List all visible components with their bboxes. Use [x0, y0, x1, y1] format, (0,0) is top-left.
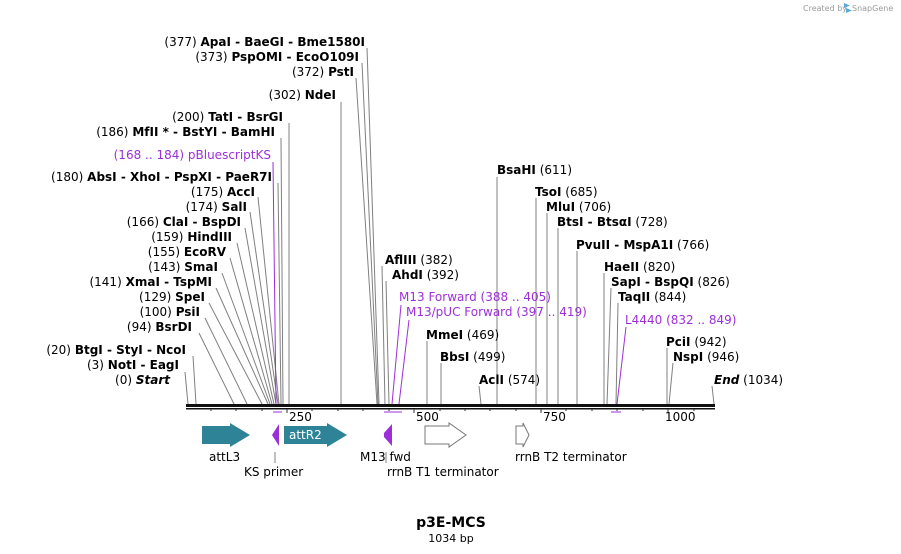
enzyme-label-728: BtsI - BtsαI (728) — [557, 215, 668, 229]
enzyme-label-159: (159) HindIII — [151, 230, 232, 244]
sequence-ruler: 250 500 750 1000 — [186, 404, 715, 424]
enzyme-label-469: MmeI (469) — [426, 328, 499, 342]
enzyme-label-129: (129) SpeI — [139, 290, 205, 304]
rrnb-t1-terminator-arrow — [424, 422, 467, 448]
enzyme-label-611: BsaHI (611) — [497, 163, 572, 177]
feature-label-ks-primer: KS primer — [244, 465, 303, 479]
ks-primer-arrow — [272, 424, 279, 446]
enzyme-label-143: (143) SmaI — [148, 260, 218, 274]
feature-label-m13-fwd: M13 fwd — [360, 450, 411, 464]
primer-site-pbluescriptks: (168 .. 184) pBluescriptKS — [114, 148, 271, 162]
enzyme-label-20: (20) BtgI - StyI - NcoI — [46, 343, 186, 357]
enzyme-label-94: (94) BsrDI — [127, 320, 192, 334]
attr2-arrow — [284, 423, 347, 447]
attl3-arrow — [202, 423, 250, 447]
map-title: p3E-MCS — [416, 515, 486, 531]
features: attR2 attL3 KS primer M13 fwd rrnB T1 te… — [202, 422, 627, 479]
enzyme-label-186: (186) MfII * - BstYI - BamHI — [96, 125, 275, 139]
snapgene-logo-icon — [844, 3, 852, 13]
enzyme-label-302: (302) NdeI — [269, 88, 336, 102]
credit-prefix: Created by — [803, 4, 847, 13]
map-length: 1034 bp — [428, 532, 473, 545]
rrnb-t2-terminator-arrow — [515, 422, 530, 448]
feature-label-rrnb-t2: rrnB T2 terminator — [515, 450, 627, 464]
enzyme-label-766: PvuII - MspA1I (766) — [576, 238, 709, 252]
enzyme-label-499: BbsI (499) — [440, 350, 505, 364]
primer-site-lines — [272, 161, 627, 413]
enzyme-label-377: (377) ApaI - BaeGI - Bme1580I — [164, 35, 365, 49]
enzyme-label-706: MluI (706) — [546, 200, 611, 214]
feature-label-rrnb-t1: rrnB T1 terminator — [387, 465, 499, 479]
enzyme-label-166: (166) ClaI - BspDI — [127, 215, 241, 229]
enzyme-label-100: (100) PsiI — [140, 305, 200, 319]
tick-1000: 1000 — [665, 410, 696, 424]
tick-250: 250 — [289, 410, 312, 424]
primer-site-m13-puc-forward: M13/pUC Forward (397 .. 419) — [406, 305, 587, 319]
enzyme-label-3: (3) NotI - EagI — [87, 358, 179, 372]
enzyme-label-382: AflIII (382) — [385, 253, 453, 267]
enzyme-label-844: TaqII (844) — [618, 290, 686, 304]
enzyme-label-141: (141) XmaI - TspMI — [89, 275, 212, 289]
enzyme-label-685: TsoI (685) — [535, 185, 598, 199]
enzyme-label-372: (372) PstI — [292, 65, 354, 79]
enzyme-label-200: (200) TatI - BsrGI — [172, 110, 283, 124]
enzyme-label-373: (373) PspOMI - EcoO109I — [195, 50, 359, 64]
enzyme-label-start: (0) Start — [115, 373, 171, 387]
tick-750: 750 — [543, 410, 566, 424]
enzyme-label-946: NspI (946) — [673, 350, 739, 364]
enzyme-label-392: AhdI (392) — [392, 268, 459, 282]
enzyme-labels-right: AflIII (382) AhdI (392) M13 Forward (388… — [385, 163, 783, 387]
enzyme-label-end: End (1034) — [714, 373, 783, 387]
enzyme-label-180: (180) AbsI - XhoI - PspXI - PaeR7I — [51, 170, 272, 184]
enzyme-label-155: (155) EcoRV — [148, 245, 227, 259]
enzyme-label-942: PciI (942) — [666, 335, 727, 349]
tick-500: 500 — [416, 410, 439, 424]
attr2-label: attR2 — [289, 428, 322, 442]
feature-label-attl3: attL3 — [209, 450, 240, 464]
enzyme-label-574: AclI (574) — [479, 373, 540, 387]
primer-site-l4440: L4440 (832 .. 849) — [625, 313, 737, 327]
leader-lines — [184, 47, 715, 405]
enzyme-label-820: HaeII (820) — [604, 260, 675, 274]
enzyme-label-174: (174) SalI — [186, 200, 247, 214]
enzyme-labels-left: (377) ApaI - BaeGI - Bme1580I (373) PspO… — [46, 35, 365, 387]
m13-fwd-arrow — [384, 424, 392, 446]
enzyme-label-826: SapI - BspQI (826) — [611, 275, 730, 289]
credit-brand: SnapGene — [852, 4, 893, 13]
primer-site-m13-forward: M13 Forward (388 .. 405) — [399, 290, 551, 304]
enzyme-label-175: (175) AccI — [191, 185, 255, 199]
